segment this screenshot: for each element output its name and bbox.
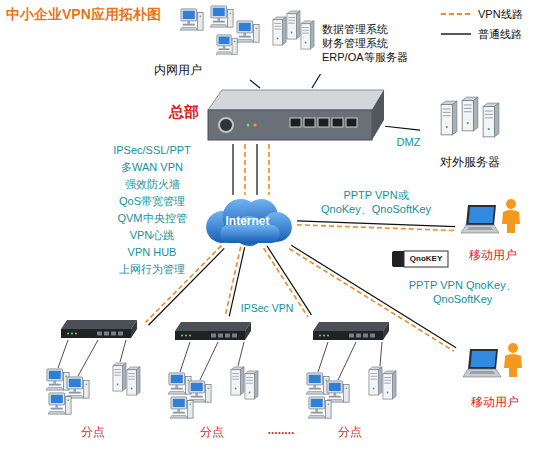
legend-text: VPN线路 [478,7,523,21]
link-label: IPSec VPN [241,301,294,315]
legend-text: 普通线路 [478,27,522,41]
vpn-line [244,144,246,195]
hq-router-device [208,90,384,140]
usb-key-picture [392,251,448,267]
intranet-computers [180,6,259,54]
feature-item: 强效防火墙 [125,177,180,191]
dmz-server-group: 对外服务器 [420,100,522,172]
feature-item: QVM中央控管 [117,211,186,225]
branch-office: 分点 [40,312,147,444]
device-label: QnoKEY [410,254,442,264]
plain-line [312,74,320,88]
vpn-line [297,225,455,231]
branch-devices [46,320,396,418]
mobile-user: 移动用户 [455,195,532,265]
feature-item: VPN心跳 [130,228,175,242]
vpn-link [297,221,455,231]
plain-line [297,221,455,227]
node-label: 移动用户 [455,247,530,263]
feature-item: VPN HUB [128,245,177,259]
branch-office: 分点 [300,316,402,444]
node-label: 分点 [162,424,262,440]
diagram-title: 中小企业VPN应用拓朴图 [6,5,161,23]
feature-item: IPSec/SSL/PPT [113,143,191,157]
plain-line [232,144,233,195]
link-label: PPTP VPN QnoKey、QnoSoftKey [409,278,517,306]
server-group: 数据管理系统 财务管理系统 ERP/OA等服务器 [268,8,413,74]
user-group: 内网用户 [150,8,260,80]
dmz-link [385,126,420,130]
feature-item: 多WAN VPN [121,160,183,174]
node-label: Internet [200,213,295,229]
vpn-line [268,144,270,195]
feature-item: QoS带宽管理 [119,194,185,208]
plain-line [148,248,224,325]
legend-line-sample [440,6,472,22]
lan-link [250,80,260,88]
site-heading: 总部 [151,102,199,122]
wan-links [233,144,269,195]
vpn-line [225,247,240,316]
node-label: 移动用户 [455,394,535,410]
link-label: DMZ [397,135,421,149]
ellipsis-mark: ........ [268,422,295,438]
plain-line [250,80,260,88]
branch-office: 分点 [162,316,264,444]
hq-router: 总部 [205,88,385,144]
node-label: 数据管理系统 财务管理系统 ERP/OA等服务器 [322,22,342,64]
hq-servers [273,11,314,49]
node-label: 内网用户 [154,62,214,78]
plain-line [256,144,257,195]
branch-equipment [58,340,382,380]
internet-cloud: Internet [200,195,297,247]
dmz-servers [441,97,499,137]
feature-item: 上网行为管理 [119,262,185,276]
plain-line [385,126,420,130]
mobile-user: 移动用户 [455,338,537,412]
legend-line-sample [440,26,472,42]
link-label: PPTP VPN或 QnoKey、QnoSoftKey [321,188,432,216]
node-label: 分点 [40,424,145,440]
lan-link [312,74,320,88]
node-label: 对外服务器 [420,154,520,170]
node-label: 分点 [300,424,400,440]
